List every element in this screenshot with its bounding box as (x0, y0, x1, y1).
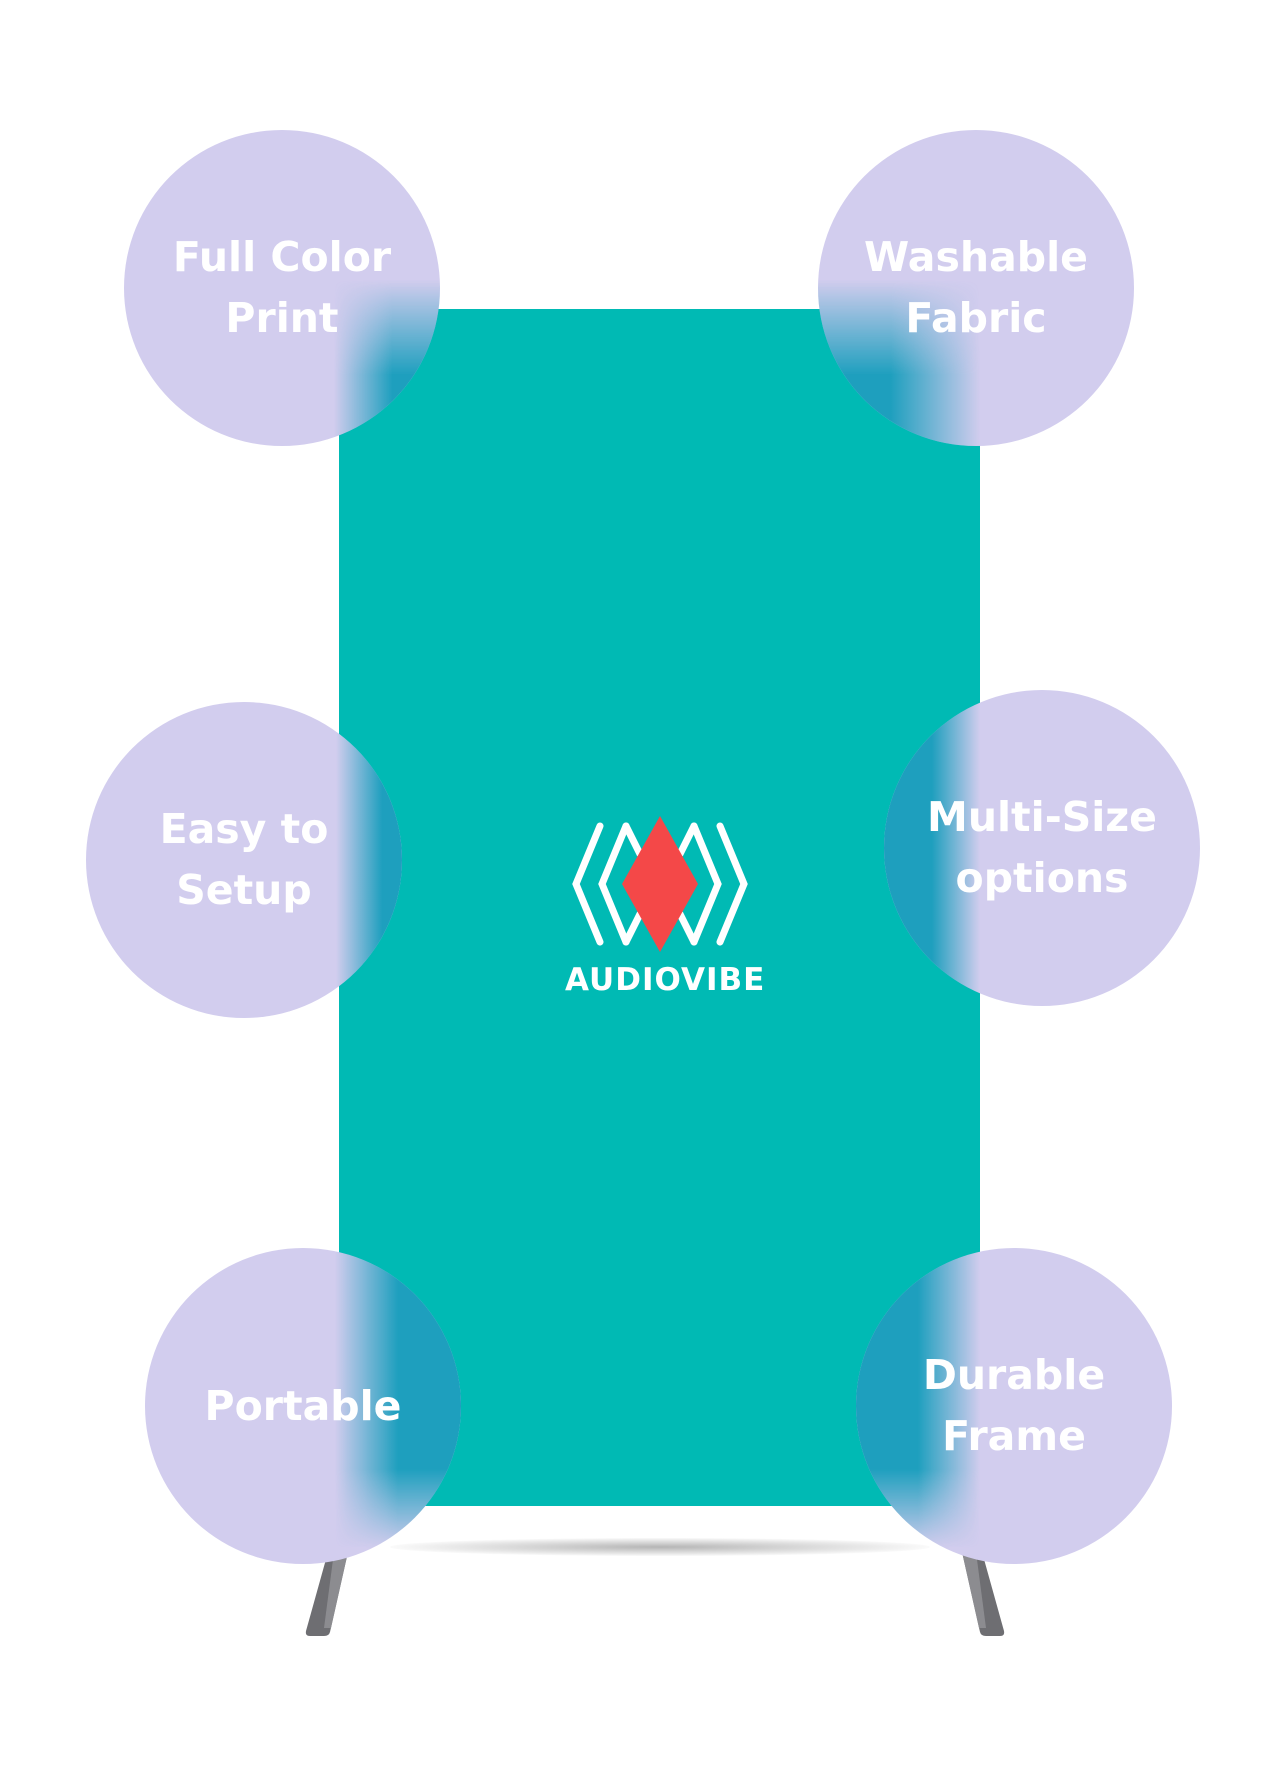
feature-washable-fabric: Washable Fabric (818, 130, 1134, 446)
floor-shadow (390, 1538, 930, 1556)
feature-full-color-print: Full Color Print (124, 130, 440, 446)
stand-foot-right (962, 1552, 1005, 1636)
feature-label: Portable (204, 1381, 402, 1430)
feature-overlap-tint (818, 280, 980, 446)
stand-foot-left (305, 1552, 348, 1636)
feature-overlap-tint (856, 1248, 980, 1564)
feature-portable: Portable (145, 1248, 461, 1564)
feature-overlap-tint (335, 1248, 461, 1564)
feature-label: Durable Frame (922, 1351, 1106, 1460)
feature-durable-frame: Durable Frame (856, 1248, 1172, 1564)
feature-label: Easy to Setup (159, 805, 329, 914)
brand-name: AUDIOVIBE (565, 962, 766, 998)
feature-label: Multi-Size options (927, 793, 1157, 902)
feature-label: Washable Fabric (864, 233, 1088, 342)
feature-label: Full Color Print (172, 233, 392, 342)
feature-multi-size-options: Multi-Size options (884, 690, 1200, 1006)
feature-overlap-tint (334, 280, 440, 446)
feature-overlap-tint (884, 690, 980, 1006)
feature-easy-to-setup: Easy to Setup (86, 702, 402, 1018)
brand-logo: AUDIOVIBE (565, 812, 766, 998)
feature-overlap-tint (336, 702, 402, 1018)
sound-wave-diamond-icon (572, 816, 748, 952)
